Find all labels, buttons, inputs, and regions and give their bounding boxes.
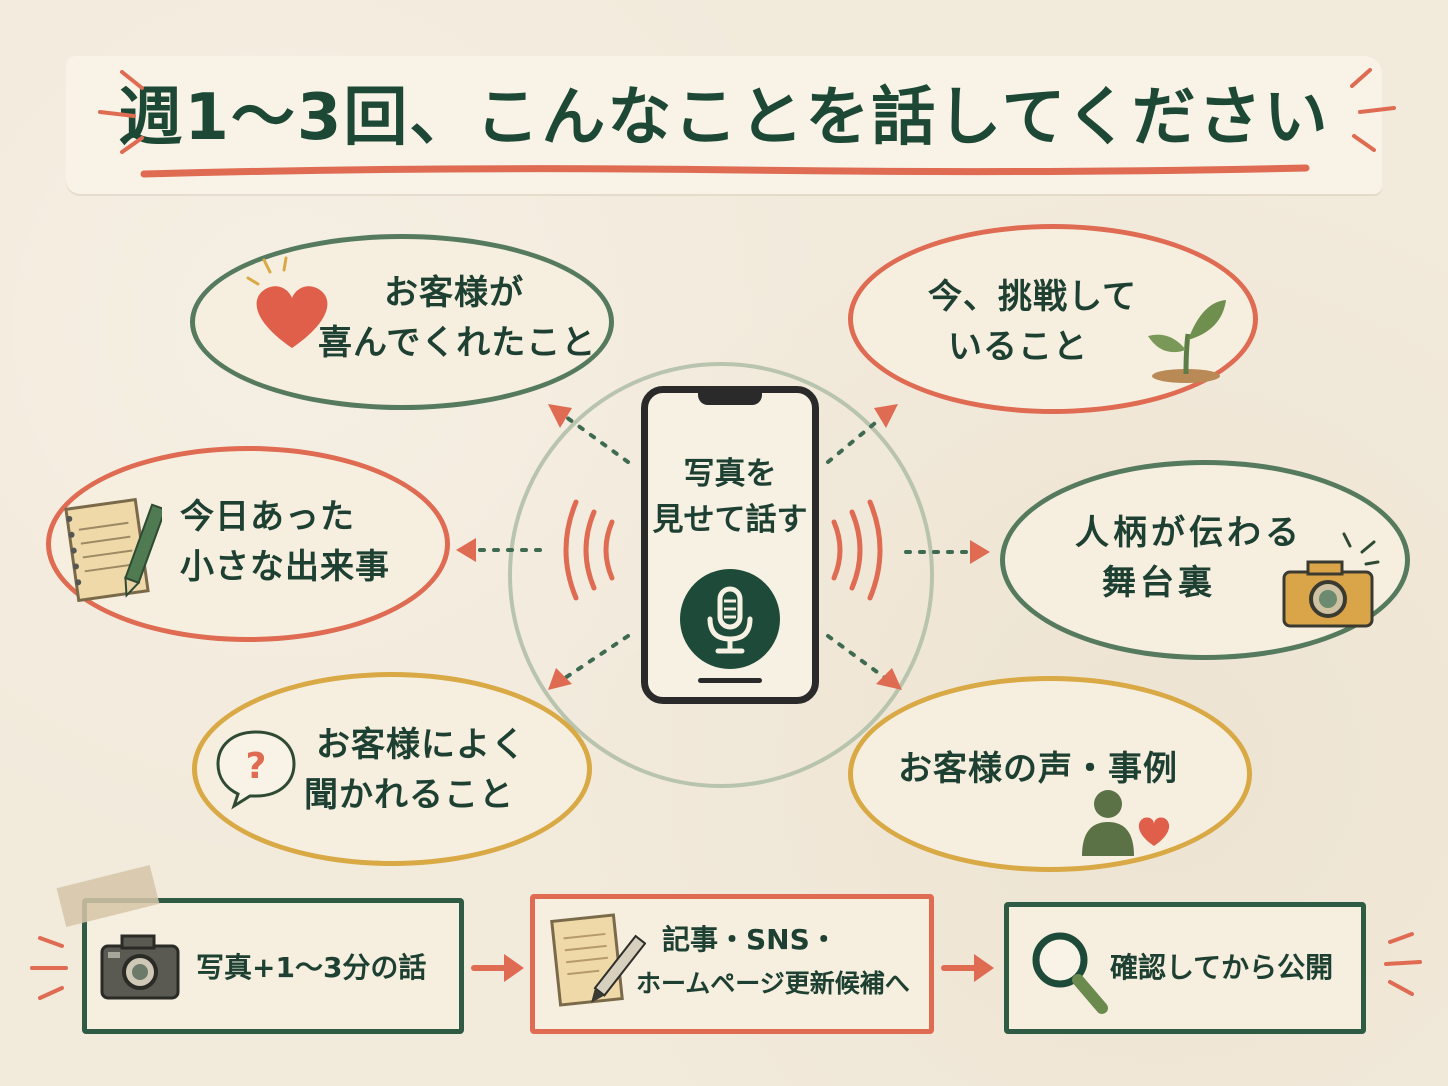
center-label-line2: 見せて話す [652, 502, 808, 538]
title-accent-right [1350, 68, 1396, 152]
microphone-icon [680, 569, 780, 669]
title-underline [140, 164, 1310, 178]
center-ring [508, 362, 934, 788]
topic-small-events-line1: 今日あった [180, 497, 355, 537]
flow-accent-right [1384, 932, 1422, 996]
flow-step-content-candidates-line1: 記事・SNS・ [662, 923, 838, 956]
topic-customers-pleased [190, 234, 614, 410]
flow-step-content-candidates-line2: ホームページ更新候補へ [636, 969, 910, 998]
topic-customers-pleased-text: お客様が 喜んでくれたこと [318, 268, 597, 368]
flow-step-content-candidates-text: 記事・SNS・ ホームページ更新候補へ [636, 918, 910, 1006]
flow-arrow-1 [471, 954, 524, 982]
arrow-head-mid-right [970, 540, 990, 564]
topic-behind-the-scenes-line1: 人柄が伝わる [1075, 513, 1303, 553]
flow-camera-icon [100, 934, 180, 1000]
topic-behind-the-scenes-text: 人柄が伝わる 舞台裏 [1074, 508, 1304, 608]
question-bubble-icon: ? [216, 730, 296, 810]
topic-frequent-questions-line2: 聞かれること [304, 775, 514, 815]
arrow-head-top-left [548, 404, 572, 428]
topic-small-events-line2: 小さな出来事 [180, 547, 390, 587]
arrow-head-bottom-left [548, 668, 572, 690]
topic-frequent-questions-text: お客様によく 聞かれること [304, 720, 526, 820]
notepad-pencil-icon [64, 497, 162, 603]
topic-customers-pleased-line2: 喜んでくれたこと [318, 323, 597, 363]
flow-arrow-2 [941, 954, 994, 982]
flow-step-photo-talk-line1: 写真+1〜3分の話 [196, 951, 427, 984]
topic-customer-voice-line1: お客様の声・事例 [898, 749, 1178, 789]
flow-step-photo-talk [82, 898, 464, 1034]
topic-customer-voice [848, 676, 1252, 872]
phone-home-bar [698, 678, 762, 683]
sprout-icon [1148, 300, 1226, 383]
flow-step-review-publish [1004, 902, 1366, 1034]
page-title: 週1〜3回、こんなことを話してください [118, 81, 1330, 155]
document-pencil-icon [550, 913, 646, 1007]
arrow-head-bottom-right [876, 668, 902, 690]
svg-text:?: ? [246, 746, 267, 787]
flow-accent-left [30, 936, 68, 1000]
topic-frequent-questions-line1: お客様によく [316, 725, 526, 765]
title-accent-left [98, 70, 144, 154]
arrow-head-mid-left [456, 538, 476, 562]
topic-current-challenge-line2: いること [948, 327, 1088, 367]
center-label-line1: 写真を [683, 456, 777, 492]
flow-step-review-publish-text: 確認してから公開 [1110, 946, 1333, 990]
center-label: 写真を 見せて話す [648, 451, 812, 543]
person-heart-icon [1082, 790, 1170, 856]
flow-step-photo-talk-text: 写真+1〜3分の話 [196, 946, 426, 990]
topic-small-events-text: 今日あった 小さな出来事 [180, 492, 390, 592]
sound-waves [563, 499, 883, 601]
phone: 写真を 見せて話す [641, 386, 819, 704]
phone-notch [698, 391, 762, 405]
topic-current-challenge-text: 今、挑戦して いること [928, 272, 1137, 372]
heart-icon [246, 256, 328, 348]
topic-customer-voice-text: お客様の声・事例 [898, 744, 1178, 794]
topic-customers-pleased-line1: お客様が [384, 273, 524, 313]
camera-icon [1282, 532, 1380, 628]
arrow-head-top-right [874, 404, 898, 428]
topic-behind-the-scenes-line2: 舞台裏 [1102, 563, 1216, 603]
magnifier-icon [1032, 932, 1108, 1014]
flow-step-review-publish-line1: 確認してから公開 [1110, 951, 1334, 984]
topic-current-challenge-line1: 今、挑戦して [928, 277, 1137, 317]
